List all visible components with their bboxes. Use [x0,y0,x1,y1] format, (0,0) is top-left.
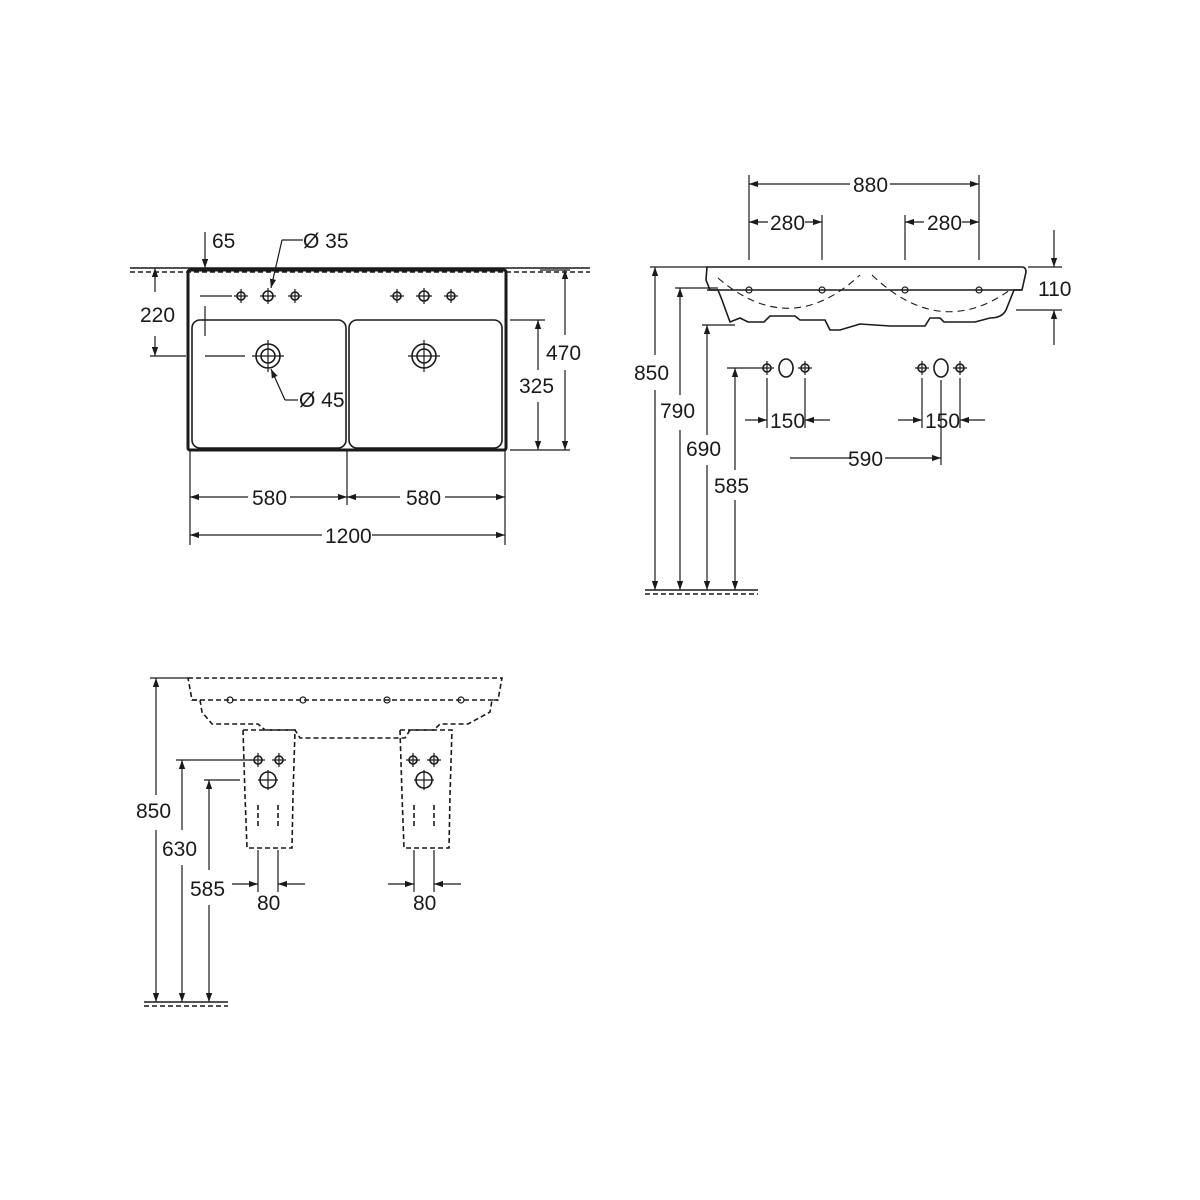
drain-left [252,340,284,372]
dim-dia-45: Ø 45 [299,389,345,412]
wall-connection-right [915,358,967,378]
tap-holes-right [390,288,458,304]
dim-850-front: 850 [136,800,171,823]
dim-65: 65 [212,230,235,253]
dim-dia-35: Ø 35 [303,230,349,253]
dim-585-side: 585 [714,475,749,498]
dim-1200: 1200 [325,525,372,548]
dim-80-right: 80 [413,892,436,915]
side-view: 880 280 280 110 850 790 690 585 [634,174,1071,595]
dim-110: 110 [1038,278,1071,301]
valves-right [406,753,441,790]
basin-front-outline [187,677,503,739]
dim-580-left: 580 [252,487,287,510]
dim-585-front: 585 [190,878,225,901]
left-bowl [191,319,347,449]
front-tap-holes [226,696,465,704]
dim-150-left: 150 [770,410,805,433]
dim-150-right: 150 [925,410,960,433]
dim-690: 690 [686,438,721,461]
right-bowl [348,319,503,449]
tap-holes-left [234,288,302,304]
valves-left [251,753,286,790]
dim-470: 470 [546,342,581,365]
dim-580-right: 580 [406,487,441,510]
basin-outline [186,268,508,452]
front-view: 80 80 850 630 585 [136,677,503,1007]
side-tap-holes [745,286,983,294]
dim-630: 630 [162,838,197,861]
dim-590: 590 [848,448,883,471]
top-view: 65 Ø 35 220 Ø 45 470 325 580 [130,230,590,548]
siphon-cover-right [399,729,453,849]
dim-790: 790 [660,400,695,423]
dim-850-side: 850 [634,362,669,385]
dim-280-left: 280 [770,212,805,235]
siphon-cover-left [242,729,296,849]
dim-325: 325 [519,375,554,398]
dim-880: 880 [853,174,888,197]
dim-220: 220 [140,304,175,327]
basin-profile [705,266,1027,331]
dim-80-left: 80 [257,892,280,915]
wall-connection-left [760,358,812,378]
drain-right [408,340,440,372]
dim-280-right: 280 [927,212,962,235]
